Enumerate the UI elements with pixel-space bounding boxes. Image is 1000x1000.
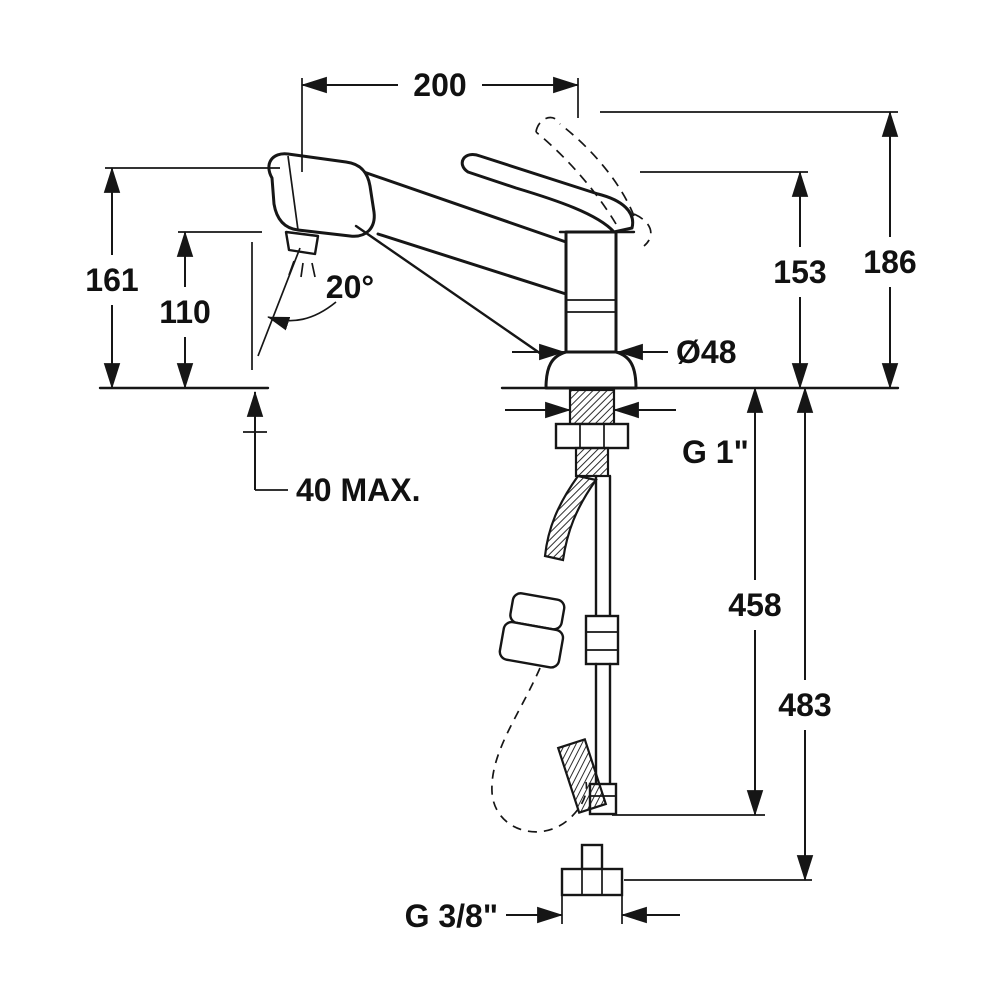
dim-458-label: 458 [728, 587, 781, 623]
threaded-shank-lower [574, 446, 610, 478]
fitting-nut [560, 867, 624, 897]
dim-483-label: 483 [778, 687, 831, 723]
dimension-g1: G 1" [505, 401, 749, 470]
dimension-g38: G 3/8" [405, 896, 680, 934]
connector-lines [586, 631, 618, 651]
dimension-483: 483 [624, 386, 832, 882]
dim-g1-label: G 1" [682, 434, 749, 470]
dim-20deg-label: 20° [326, 269, 374, 305]
spray-tick-2 [300, 262, 304, 278]
dimension-186: 186 [600, 110, 917, 390]
ghost-rear-arc [633, 213, 652, 247]
spray-tick-3 [311, 262, 316, 278]
lever-handle-ghost [535, 116, 652, 247]
dimension-110: 110 [159, 230, 262, 390]
spray-ticks [288, 260, 316, 278]
faucet-base [544, 350, 638, 390]
faucet-body [564, 230, 618, 354]
hose-inline-connector [584, 614, 620, 666]
braided-hose-upper [543, 474, 598, 562]
pullout-spray-head [267, 152, 376, 238]
faucet [267, 116, 652, 390]
mounting-nut [554, 422, 630, 450]
angle-arc-arrow [267, 301, 337, 331]
fitting-stub [580, 843, 604, 871]
threaded-shank-upper [568, 388, 616, 426]
dimension-200: 200 [300, 67, 580, 172]
spray-head-seam [287, 155, 299, 231]
bottom-fitting [560, 843, 624, 897]
ghost-tip [535, 116, 561, 133]
ghost-edge-2 [559, 123, 635, 217]
under-counter-assembly [491, 388, 630, 897]
dimension-153: 153 [640, 170, 827, 390]
hose-weight [498, 592, 566, 669]
pullout-hose [491, 474, 608, 833]
dim-110-label: 110 [159, 294, 211, 330]
supply-hose [584, 474, 620, 816]
ghost-edge-1 [535, 131, 617, 225]
dim-g38-label: G 3/8" [405, 898, 498, 934]
dim-dia48-label: Ø48 [676, 334, 736, 370]
nut-facets [579, 424, 605, 448]
dimension-161: 161 [85, 166, 280, 390]
dimension-458: 458 [612, 386, 782, 817]
dimension-20deg: 20° [251, 242, 374, 370]
dim-200-label: 200 [413, 67, 466, 103]
hose-weight-bottom [498, 620, 565, 669]
lever-handle [460, 153, 635, 234]
dim-186-label: 186 [863, 244, 916, 280]
angle-axis-line [257, 247, 301, 357]
braided-hose-end [556, 737, 608, 815]
pullout-diagonal-line [354, 224, 546, 358]
dim-161-label: 161 [85, 262, 138, 298]
hose-slack-loop [491, 667, 588, 833]
spout-lower-edge [376, 232, 568, 296]
dimension-dia48: Ø48 [512, 334, 736, 370]
fitting-facets [581, 869, 603, 895]
spray-nozzle [284, 230, 320, 256]
spout-upper-edge [356, 168, 568, 244]
dim-40max-label: 40 MAX. [296, 472, 420, 508]
dimensions: 200 186 153 161 110 [85, 67, 916, 934]
dim-153-label: 153 [773, 254, 826, 290]
dimension-40max: 40 MAX. [243, 390, 420, 508]
